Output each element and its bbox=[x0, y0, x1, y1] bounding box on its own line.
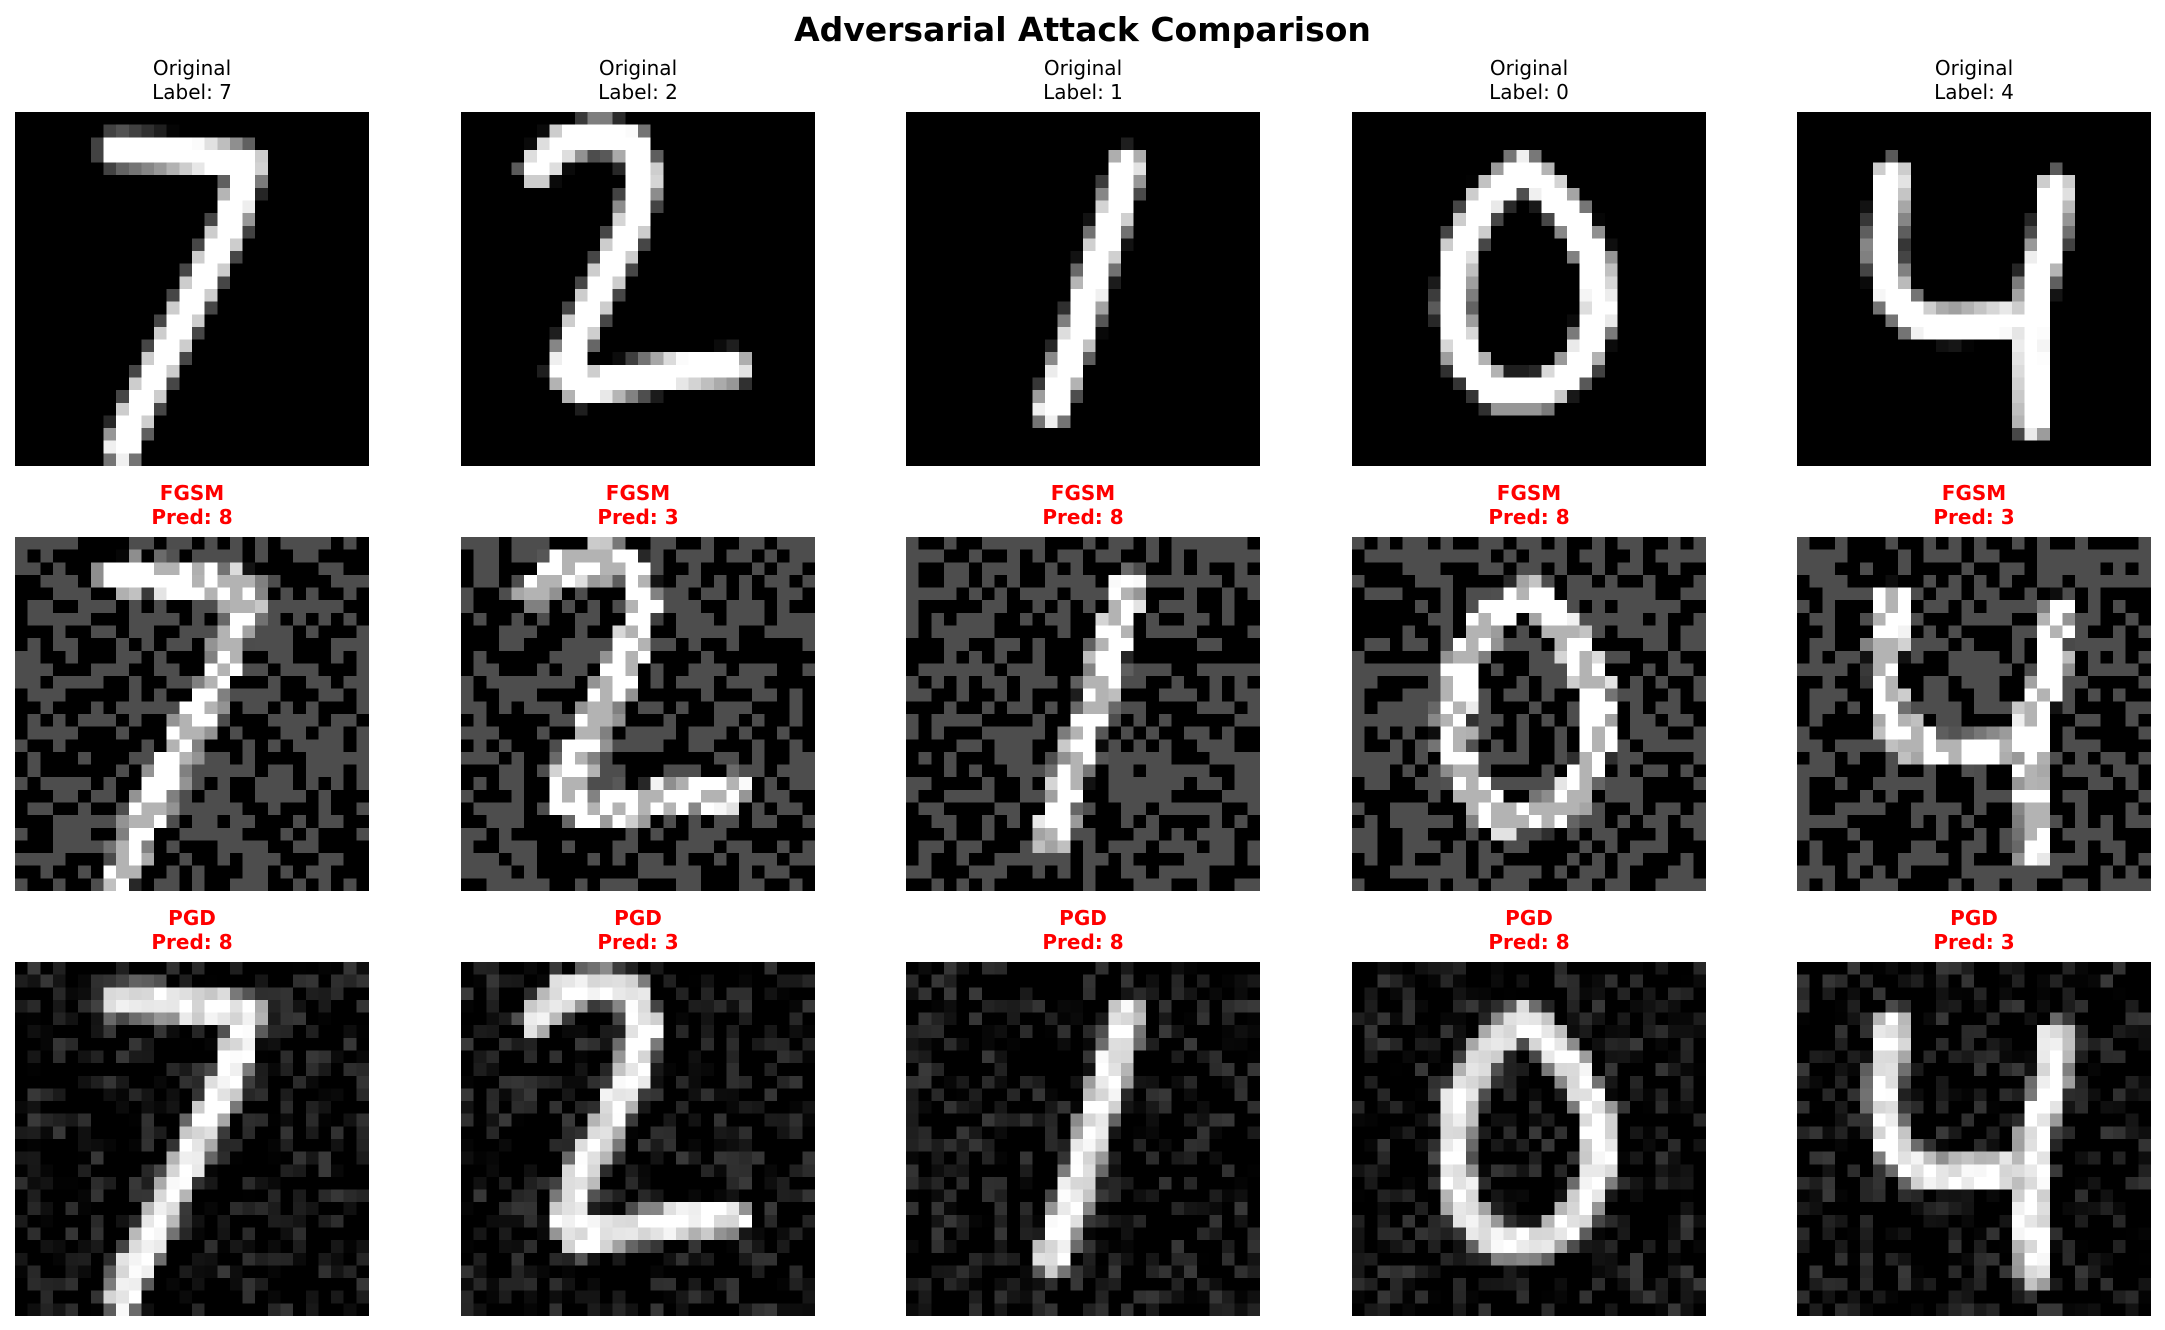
panel-title: PGD Pred: 8 bbox=[866, 906, 1300, 954]
panel-title-line1: FGSM bbox=[1050, 481, 1116, 505]
panel-title-line2: Pred: 8 bbox=[1042, 930, 1124, 954]
panel-title-line2: Pred: 3 bbox=[597, 930, 679, 954]
digit-image bbox=[1352, 537, 1706, 891]
panel-title-line1: FGSM bbox=[1941, 481, 2007, 505]
panel-title-line2: Pred: 3 bbox=[1933, 505, 2015, 529]
panel-title: Original Label: 2 bbox=[421, 56, 855, 104]
panel-title-line1: FGSM bbox=[1496, 481, 1562, 505]
panel-title: Original Label: 1 bbox=[866, 56, 1300, 104]
panel-title: FGSM Pred: 3 bbox=[421, 481, 855, 529]
panel-title-line1: PGD bbox=[614, 906, 662, 930]
digit-image bbox=[1352, 962, 1706, 1316]
panel-title-line2: Pred: 8 bbox=[1042, 505, 1124, 529]
panel-title-line2: Pred: 3 bbox=[597, 505, 679, 529]
digit-image bbox=[15, 962, 369, 1316]
panel-title: Original Label: 4 bbox=[1757, 56, 2165, 104]
panel-title-line1: PGD bbox=[168, 906, 216, 930]
panel-title-line1: Original bbox=[598, 56, 678, 80]
panel-title-line1: FGSM bbox=[159, 481, 225, 505]
panel-title-line2: Label: 2 bbox=[598, 80, 678, 104]
panel-title: PGD Pred: 3 bbox=[421, 906, 855, 954]
digit-image bbox=[461, 537, 815, 891]
panel-title: FGSM Pred: 3 bbox=[1757, 481, 2165, 529]
digit-image bbox=[906, 537, 1260, 891]
panel-title-line2: Label: 7 bbox=[152, 80, 232, 104]
panel-title-line2: Pred: 8 bbox=[1488, 930, 1570, 954]
panel-title: PGD Pred: 8 bbox=[0, 906, 409, 954]
digit-image bbox=[1797, 962, 2151, 1316]
panel-title-line1: PGD bbox=[1059, 906, 1107, 930]
digit-image bbox=[461, 962, 815, 1316]
digit-image bbox=[1797, 537, 2151, 891]
panel-title-line2: Pred: 8 bbox=[1488, 505, 1570, 529]
panel-title-line2: Label: 4 bbox=[1934, 80, 2014, 104]
panel-title-line2: Label: 0 bbox=[1489, 80, 1569, 104]
panel-title-line2: Pred: 8 bbox=[151, 505, 233, 529]
panel-title: FGSM Pred: 8 bbox=[0, 481, 409, 529]
panel-title-line1: Original bbox=[1934, 56, 2014, 80]
panel-title: Original Label: 0 bbox=[1312, 56, 1746, 104]
digit-image bbox=[461, 112, 815, 466]
panel-title: FGSM Pred: 8 bbox=[866, 481, 1300, 529]
panel-title-line1: PGD bbox=[1505, 906, 1553, 930]
panel-title-line2: Pred: 8 bbox=[151, 930, 233, 954]
digit-image bbox=[1797, 112, 2151, 466]
digit-image bbox=[1352, 112, 1706, 466]
panel-title-line1: Original bbox=[1043, 56, 1123, 80]
panel-title-line1: PGD bbox=[1950, 906, 1998, 930]
panel-title-line1: Original bbox=[1489, 56, 1569, 80]
digit-image bbox=[15, 112, 369, 466]
panel-title: Original Label: 7 bbox=[0, 56, 409, 104]
panel-title-line1: Original bbox=[152, 56, 232, 80]
panel-title-line2: Pred: 3 bbox=[1933, 930, 2015, 954]
digit-image bbox=[906, 962, 1260, 1316]
digit-image bbox=[906, 112, 1260, 466]
panel-title-line1: FGSM bbox=[605, 481, 671, 505]
panel-title: PGD Pred: 8 bbox=[1312, 906, 1746, 954]
figure-title: Adversarial Attack Comparison bbox=[794, 10, 1371, 49]
panel-title: PGD Pred: 3 bbox=[1757, 906, 2165, 954]
digit-image bbox=[15, 537, 369, 891]
panel-title: FGSM Pred: 8 bbox=[1312, 481, 1746, 529]
panel-title-line2: Label: 1 bbox=[1043, 80, 1123, 104]
